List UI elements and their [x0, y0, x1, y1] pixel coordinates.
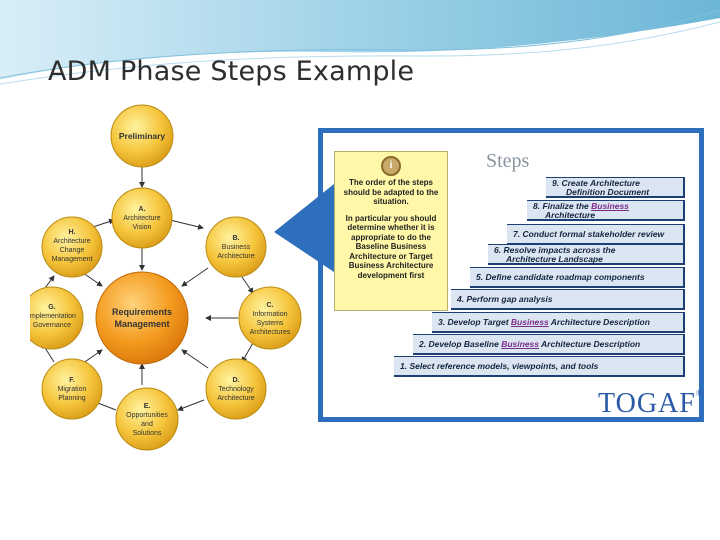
step-9-line1: 9. Create Architecture — [552, 178, 641, 188]
step-3-label-a: 3. Develop Target — [438, 317, 511, 327]
togaf-logo: TOGAF® — [598, 388, 704, 419]
step-4: 4. Perform gap analysis — [451, 289, 685, 310]
step-8: 8. Finalize the Business Architecture — [527, 200, 685, 221]
note-paragraph-2: In particular you should determine wheth… — [345, 213, 437, 280]
step-3-label-b: Architecture Description — [548, 317, 650, 327]
step-1: 1. Select reference models, viewpoints, … — [394, 356, 685, 377]
header-swoosh — [0, 0, 720, 85]
slide-title: ADM Phase Steps Example — [48, 56, 415, 87]
step-4-label: 4. Perform gap analysis — [457, 294, 553, 304]
step-2-label-b: Architecture Description — [539, 339, 641, 349]
step-9: 9. Create Architecture Definition Docume… — [546, 177, 685, 198]
callout-pointer — [274, 184, 334, 272]
info-emblem-icon: i — [381, 156, 401, 176]
step-1-label: 1. Select reference models, viewpoints, … — [400, 361, 599, 371]
step-6: 6. Resolve impacts across the Architectu… — [488, 244, 685, 265]
step-3-highlight: Business — [510, 317, 549, 327]
step-7-label: 7. Conduct formal stakeholder review — [513, 229, 665, 239]
step-3: 3. Develop Target Business Architecture … — [432, 312, 685, 333]
step-5-label: 5. Define candidate roadmap components — [476, 272, 645, 282]
step-5: 5. Define candidate roadmap components — [470, 267, 685, 288]
step-2-highlight: Business — [501, 339, 539, 349]
step-8-highlight: Business — [591, 201, 629, 211]
note-box: i The order of the steps should be adapt… — [334, 151, 448, 311]
step-2: 2. Develop Baseline Business Architectur… — [413, 334, 685, 355]
phase-preliminary: Preliminary — [110, 104, 174, 168]
step-2-label-a: 2. Develop Baseline — [419, 339, 502, 349]
note-paragraph-1: The order of the steps should be adapted… — [343, 178, 439, 206]
steps-heading: Steps — [486, 150, 530, 172]
svg-text:Preliminary: Preliminary — [119, 131, 166, 141]
step-9-line2: Definition Document — [566, 187, 650, 197]
step-8-line1a: 8. Finalize the — [533, 201, 592, 211]
togaf-logo-text: TOGAF — [598, 388, 696, 419]
step-7: 7. Conduct formal stakeholder review — [507, 224, 685, 245]
step-6-line2: Architecture Landscape — [506, 254, 603, 264]
step-6-line1: 6. Resolve impacts across the — [494, 245, 616, 255]
step-8-line2: Architecture — [545, 210, 596, 220]
